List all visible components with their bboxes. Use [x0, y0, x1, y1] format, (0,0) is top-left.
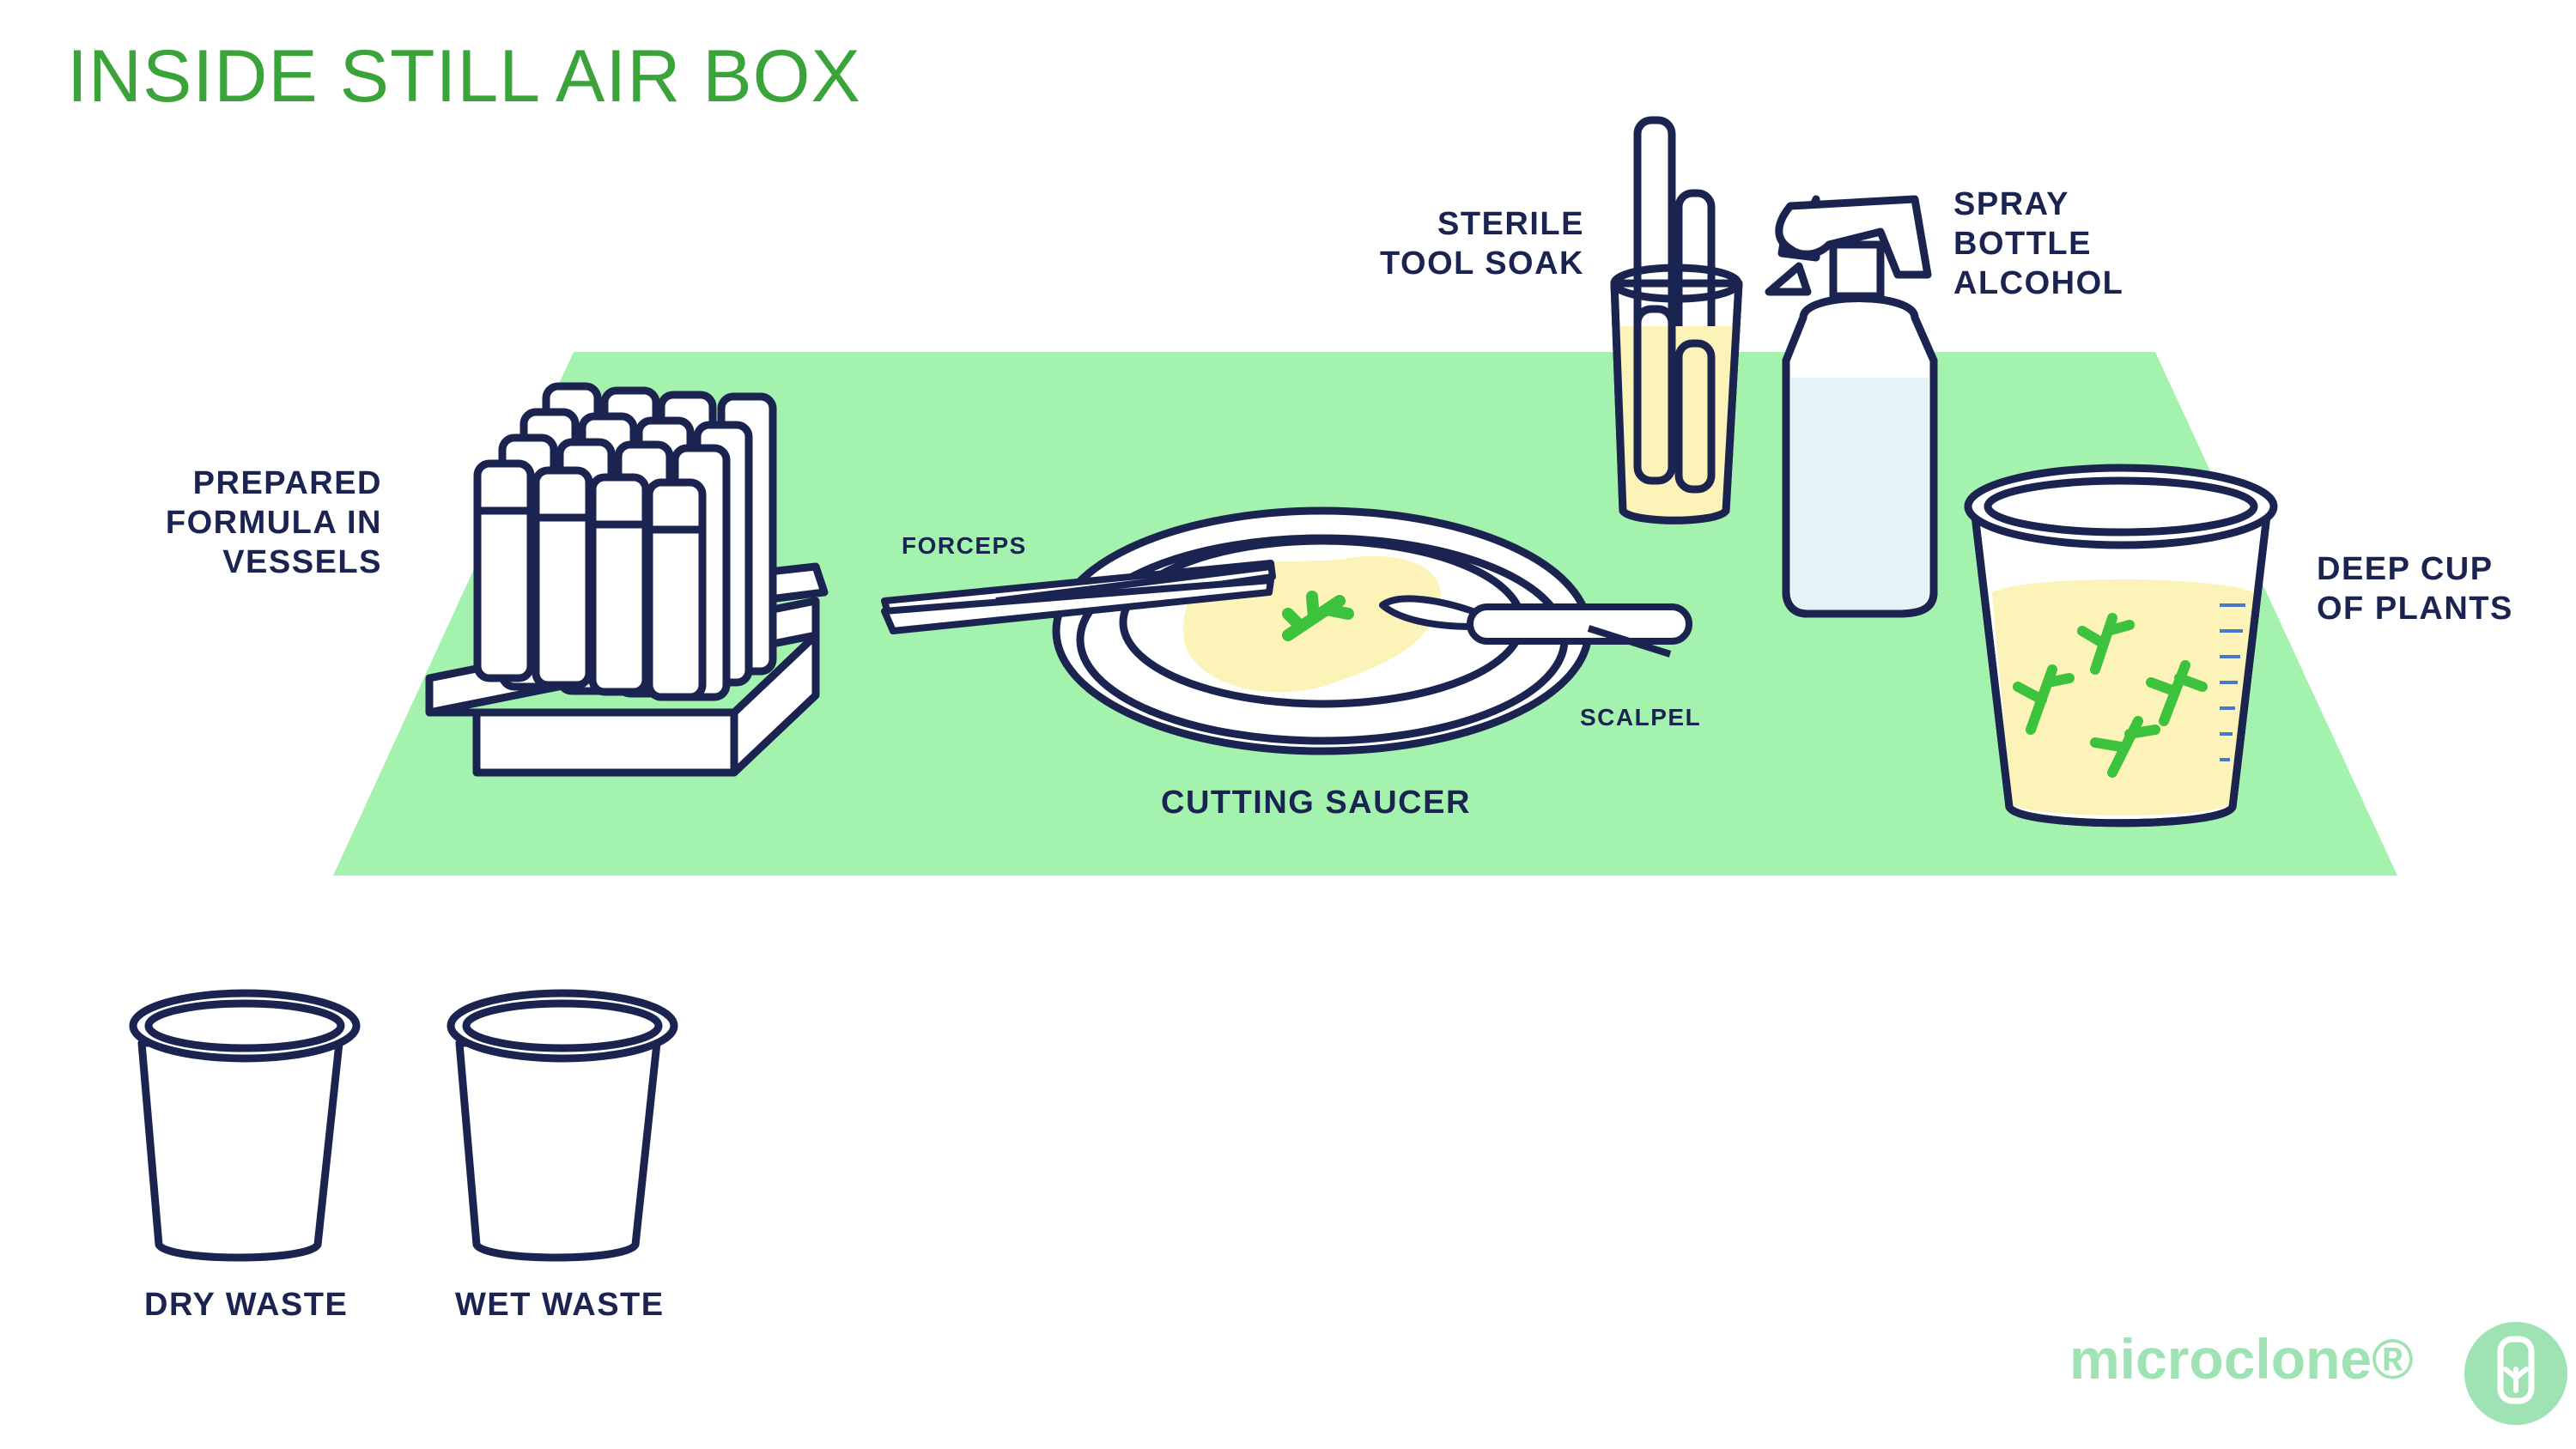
- vessels-label: PREPARED FORMULA IN VESSELS: [129, 464, 382, 582]
- brand-logo: microclone®: [2069, 1327, 2414, 1391]
- forceps: [881, 560, 1276, 634]
- spray-bottle: [1765, 195, 1938, 618]
- spray-label-line: ALCOHOL: [1953, 265, 2124, 301]
- dry-waste-label: DRY WASTE: [144, 1287, 349, 1323]
- spray-label-line: BOTTLE: [1953, 226, 2092, 262]
- tool-soak-label-line: TOOL SOAK: [1379, 246, 1584, 282]
- forceps-label: FORCEPS: [902, 532, 1027, 559]
- plant-cutting-icon: [1282, 591, 1354, 641]
- vessels-label-line: VESSELS: [222, 544, 382, 580]
- spray-label: SPRAY BOTTLE ALCOHOL: [1953, 185, 2123, 303]
- dry-waste-cup: [129, 989, 361, 1262]
- vessels-label-line: PREPARED: [192, 465, 382, 501]
- deep-cup-label-line: DEEP CUP: [2317, 551, 2494, 587]
- deep-cup: [1964, 464, 2278, 828]
- tool-soak-label: STERILE TOOL SOAK: [1340, 204, 1584, 283]
- measurement-marks: [2220, 603, 2245, 761]
- deep-cup-label-line: OF PLANTS: [2317, 591, 2513, 627]
- saucer-label: CUTTING SAUCER: [1161, 785, 1471, 821]
- scalpel-label: SCALPEL: [1580, 704, 1702, 731]
- deep-cup-label: DEEP CUP OF PLANTS: [2317, 549, 2513, 628]
- plant-sprigs: [2013, 613, 2208, 778]
- tool-soak: [1610, 116, 1743, 524]
- microclone-logo-icon: [2464, 1322, 2567, 1425]
- vessels-label-line: FORMULA IN: [165, 505, 382, 541]
- page-title: INSIDE STILL AIR BOX: [67, 35, 861, 118]
- tool-soak-label-line: STERILE: [1437, 206, 1584, 242]
- wet-waste-label: WET WASTE: [455, 1287, 665, 1323]
- scalpel: [1379, 595, 1692, 658]
- vessel-tubes: [473, 382, 777, 701]
- spray-label-line: SPRAY: [1953, 186, 2069, 222]
- wet-waste-cup: [447, 989, 678, 1262]
